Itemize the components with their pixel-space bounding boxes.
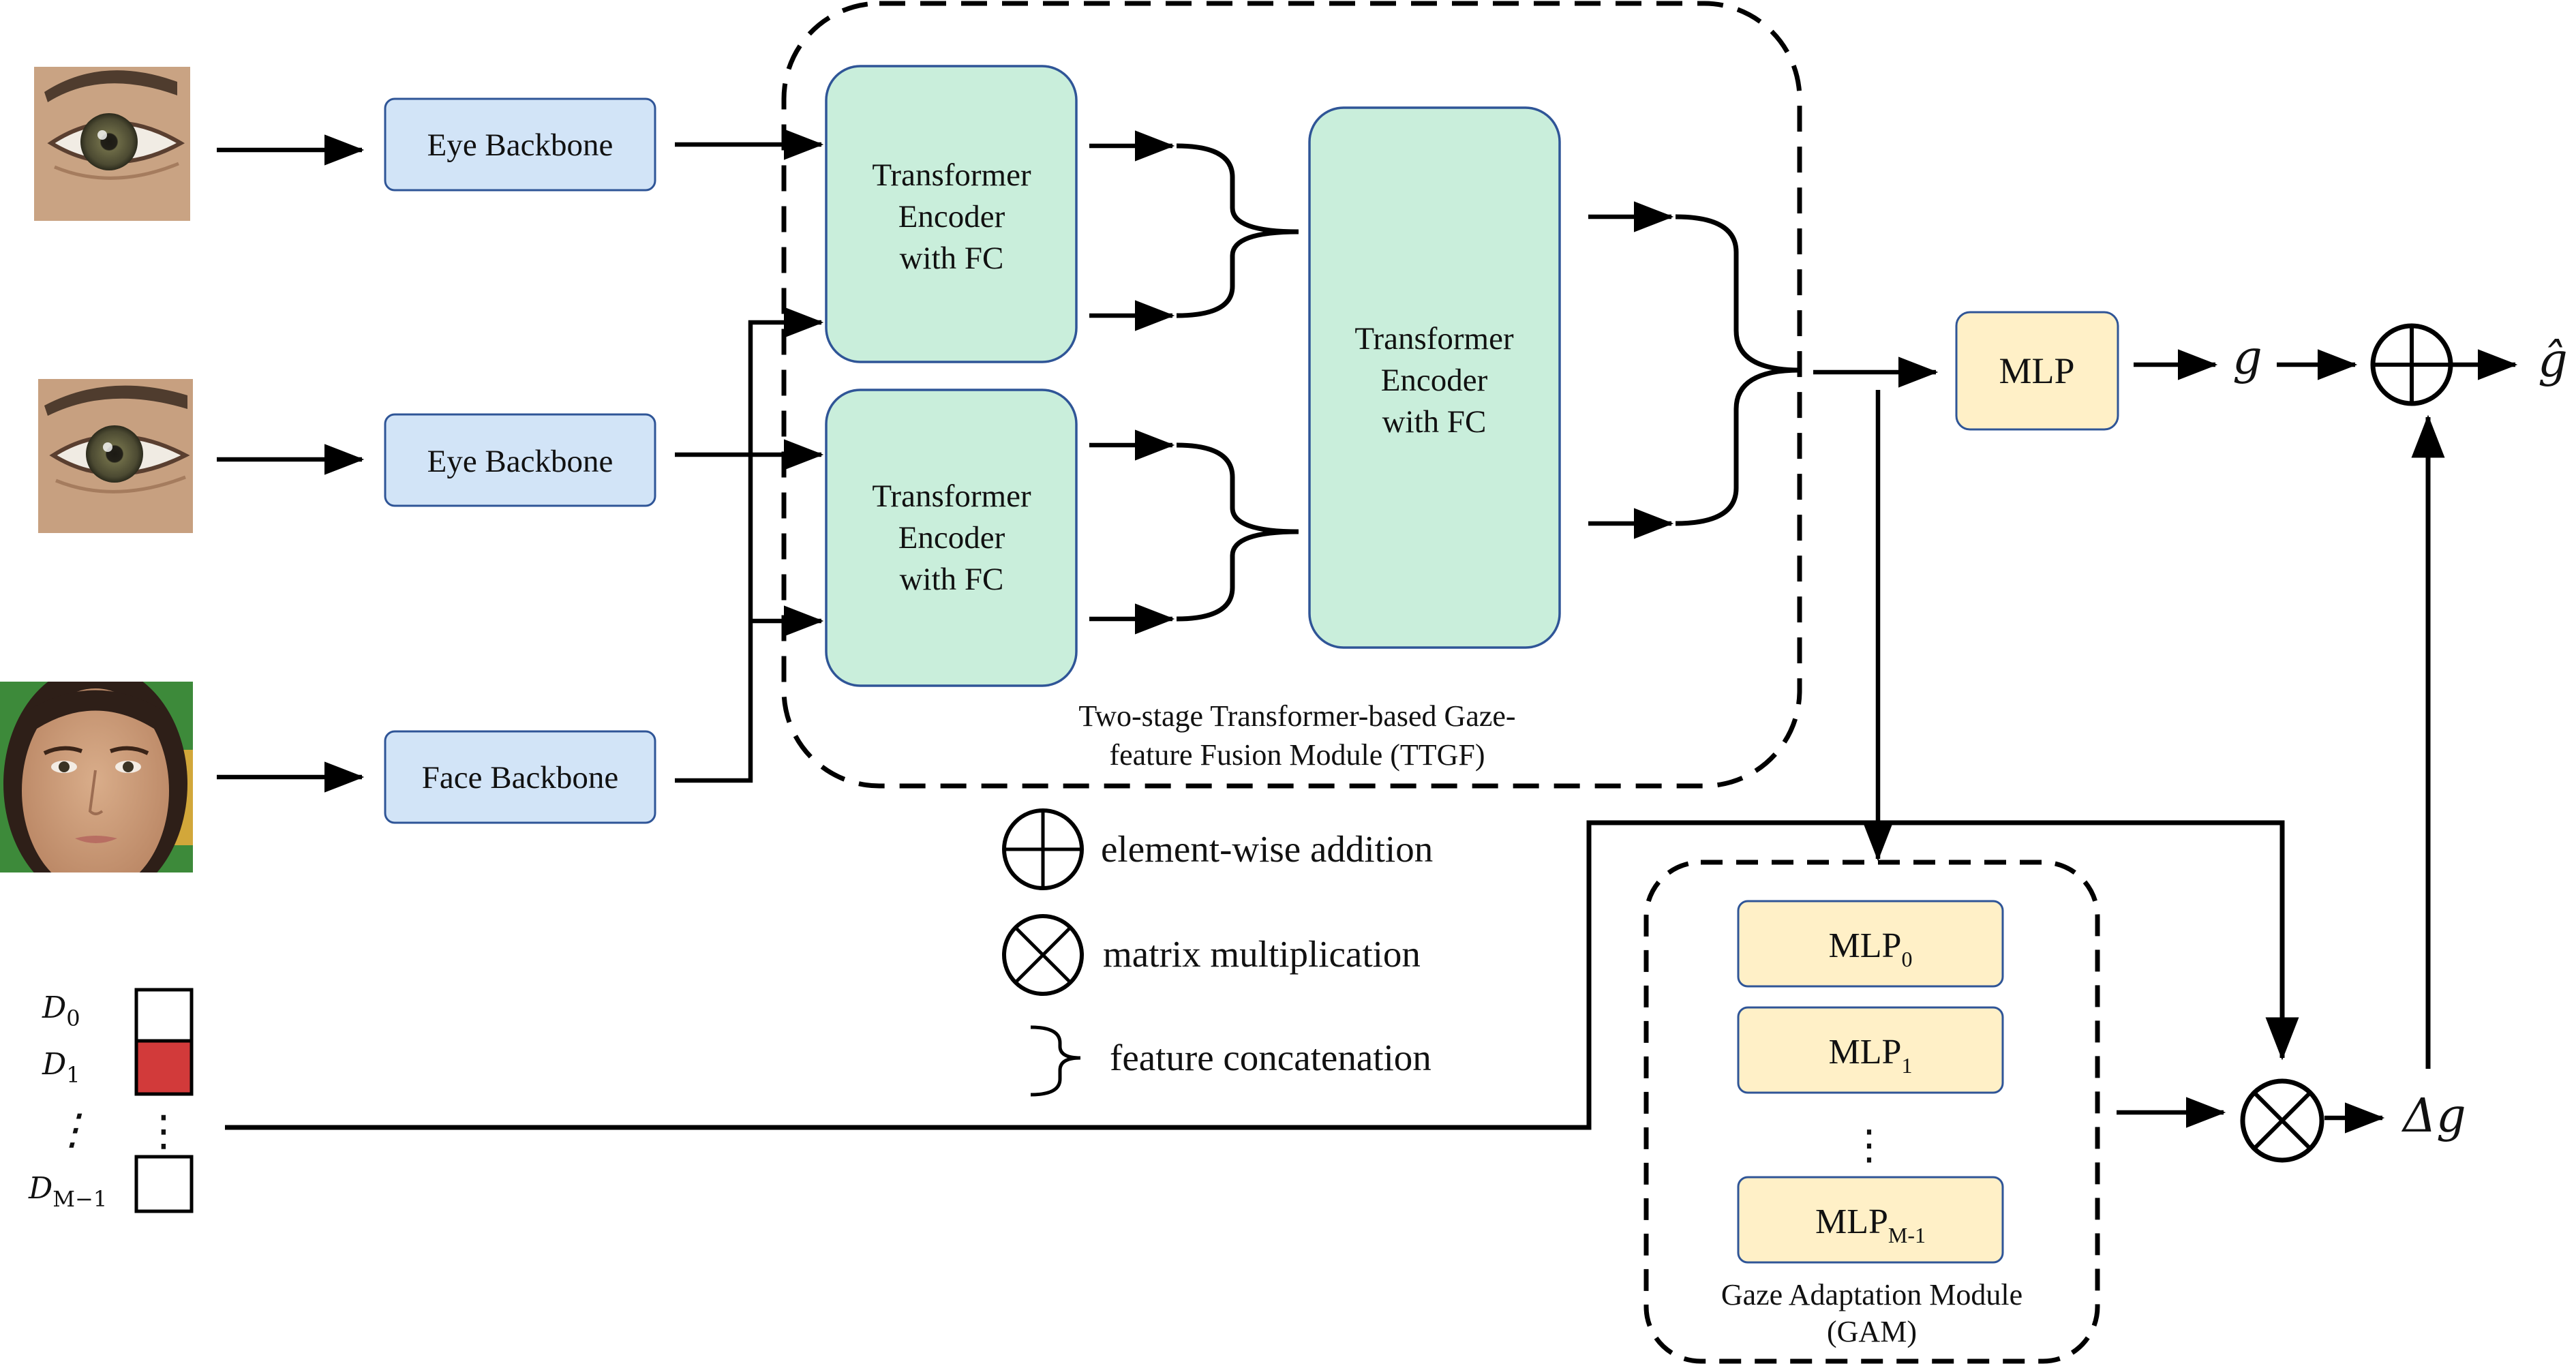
face-backbone: Face Backbone bbox=[384, 730, 656, 824]
transformer-encoder-bottom: Transformer Encoder with FC bbox=[825, 389, 1078, 687]
concat-brace-top bbox=[1176, 143, 1299, 318]
enc-bottom-line3: with FC bbox=[900, 562, 1004, 597]
enc-top-line1: Transformer bbox=[872, 157, 1031, 193]
enc-second-line1: Transformer bbox=[1354, 321, 1514, 356]
face-image bbox=[0, 682, 193, 872]
ttgf-caption-line2: feature Fusion Module (TTGF) bbox=[1109, 738, 1485, 772]
g-hat-label: ĝ bbox=[2538, 334, 2568, 388]
domain-dm-label: DM−1 bbox=[28, 1171, 107, 1212]
eye-backbone-2-label: Eye Backbone bbox=[427, 444, 613, 479]
enc-bottom-line2: Encoder bbox=[898, 520, 1005, 556]
eye-backbone-1-label: Eye Backbone bbox=[427, 127, 613, 163]
eye-image-bottom bbox=[38, 379, 193, 533]
face-backbone-box bbox=[384, 730, 656, 824]
domain-cell-dots: ⋮ bbox=[142, 1106, 185, 1155]
legend-concat-icon bbox=[1030, 1025, 1081, 1097]
legend-concat-label: feature concatenation bbox=[1110, 1037, 1431, 1078]
concat-brace-bottom bbox=[1176, 442, 1299, 622]
gam-mlp-0-label: MLP0 bbox=[1829, 926, 1913, 971]
eye-backbone-2: Eye Backbone bbox=[384, 413, 656, 507]
legend-mult-label: matrix multiplication bbox=[1103, 933, 1421, 975]
mlp-main-label: MLP bbox=[1999, 350, 2074, 391]
gam-module-border bbox=[1643, 860, 2100, 1364]
legend-mult-icon bbox=[1002, 914, 1084, 996]
enc-top-line2: Encoder bbox=[898, 199, 1005, 234]
domain-dots-label: ⋮ bbox=[51, 1104, 93, 1154]
eye-image-top bbox=[34, 67, 190, 221]
gam-mlp-0-box bbox=[1737, 900, 2004, 988]
gam-mlp-1-label: MLP1 bbox=[1829, 1033, 1913, 1078]
gam-mlp-0: MLP0 bbox=[1737, 900, 2004, 988]
transformer-encoder-second-stage: Transformer Encoder with FC bbox=[1308, 106, 1561, 649]
transformer-encoder-second-box bbox=[1308, 106, 1561, 649]
add-operator bbox=[2370, 323, 2453, 406]
gam-mlp-1-box bbox=[1737, 1006, 2004, 1094]
gam-caption-line1: Gaze Adaptation Module bbox=[1721, 1278, 2022, 1311]
concat-brace-final bbox=[1675, 214, 1800, 526]
enc-bottom-line1: Transformer bbox=[872, 479, 1031, 514]
legend-add-icon bbox=[1002, 808, 1084, 890]
gam-mlp-m: MLPM-1 bbox=[1737, 1176, 2004, 1264]
face-backbone-label: Face Backbone bbox=[422, 760, 618, 795]
domain-d1-label: D1 bbox=[42, 1047, 80, 1088]
g-label: g bbox=[2232, 331, 2262, 385]
eye-backbone-1: Eye Backbone bbox=[384, 97, 656, 192]
eye-backbone-1-box bbox=[384, 97, 656, 192]
domain-cell-d1 bbox=[134, 1039, 194, 1096]
arrow-face-to-enc-top bbox=[675, 307, 824, 783]
transformer-encoder-top: Transformer Encoder with FC bbox=[825, 65, 1078, 363]
enc-second-line2: Encoder bbox=[1381, 363, 1488, 398]
ttgf-caption-line1: Two-stage Transformer-based Gaze- bbox=[1078, 699, 1515, 733]
mlp-main: MLP bbox=[1955, 311, 2119, 431]
gam-caption-line2: (GAM) bbox=[1827, 1315, 1917, 1348]
legend-add-label: element-wise addition bbox=[1101, 828, 1433, 870]
mult-operator bbox=[2240, 1078, 2324, 1163]
gam-mlp-m-box bbox=[1737, 1176, 2004, 1264]
domain-d0-label: D0 bbox=[42, 990, 80, 1031]
transformer-encoder-top-box bbox=[825, 65, 1078, 363]
enc-second-line3: with FC bbox=[1382, 404, 1487, 440]
ttgf-module-border bbox=[781, 1, 1802, 789]
delta-g-label: Δg bbox=[2401, 1089, 2466, 1143]
gam-mlp-m-label: MLPM-1 bbox=[1815, 1202, 1926, 1247]
mlp-main-box bbox=[1955, 311, 2119, 431]
gam-mlp-1: MLP1 bbox=[1737, 1006, 2004, 1094]
eye-backbone-2-box bbox=[384, 413, 656, 507]
domain-cell-d0 bbox=[134, 988, 194, 1043]
gam-dots: ⋮ bbox=[1849, 1121, 1890, 1169]
domain-cell-dm bbox=[134, 1155, 194, 1213]
arrow-domain-to-mult bbox=[225, 820, 2299, 1130]
transformer-encoder-bottom-box bbox=[825, 389, 1078, 687]
enc-top-line3: with FC bbox=[900, 241, 1004, 276]
